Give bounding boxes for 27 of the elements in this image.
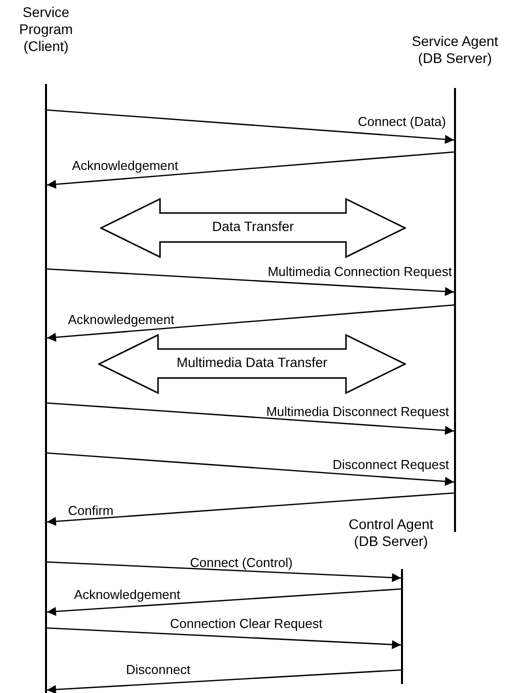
transfer-label: Multimedia Data Transfer <box>176 355 328 370</box>
message-arrow <box>46 109 454 144</box>
message-label: Acknowledgement <box>74 587 180 602</box>
message-arrow <box>46 561 402 582</box>
message-arrow <box>46 452 454 486</box>
participant-label: Service Program (Client) <box>18 4 74 55</box>
message-label: Connect (Data) <box>358 114 446 129</box>
message-arrow <box>46 151 454 189</box>
message-arrow <box>46 304 454 342</box>
message-label: Acknowledgement <box>72 158 178 173</box>
message-label: Multimedia Disconnect Request <box>266 404 449 419</box>
message-arrow <box>46 588 402 616</box>
participant-label: Service Agent (DB Server) <box>410 33 500 67</box>
message-arrow <box>46 492 454 526</box>
message-label: Acknowledgement <box>68 312 174 327</box>
message-label: Confirm <box>68 503 114 518</box>
message-arrow <box>46 402 454 435</box>
participant-label: Control Agent (DB Server) <box>348 516 434 550</box>
message-label: Connect (Control) <box>190 555 293 570</box>
message-label: Disconnect Request <box>332 457 449 472</box>
message-label: Connection Clear Request <box>170 616 322 631</box>
message-label: Disconnect <box>126 662 190 677</box>
message-arrow <box>46 268 454 296</box>
transfer-label: Data Transfer <box>211 219 295 234</box>
message-arrow <box>46 669 402 693</box>
message-arrow <box>46 627 402 650</box>
message-label: Multimedia Connection Request <box>268 264 452 279</box>
